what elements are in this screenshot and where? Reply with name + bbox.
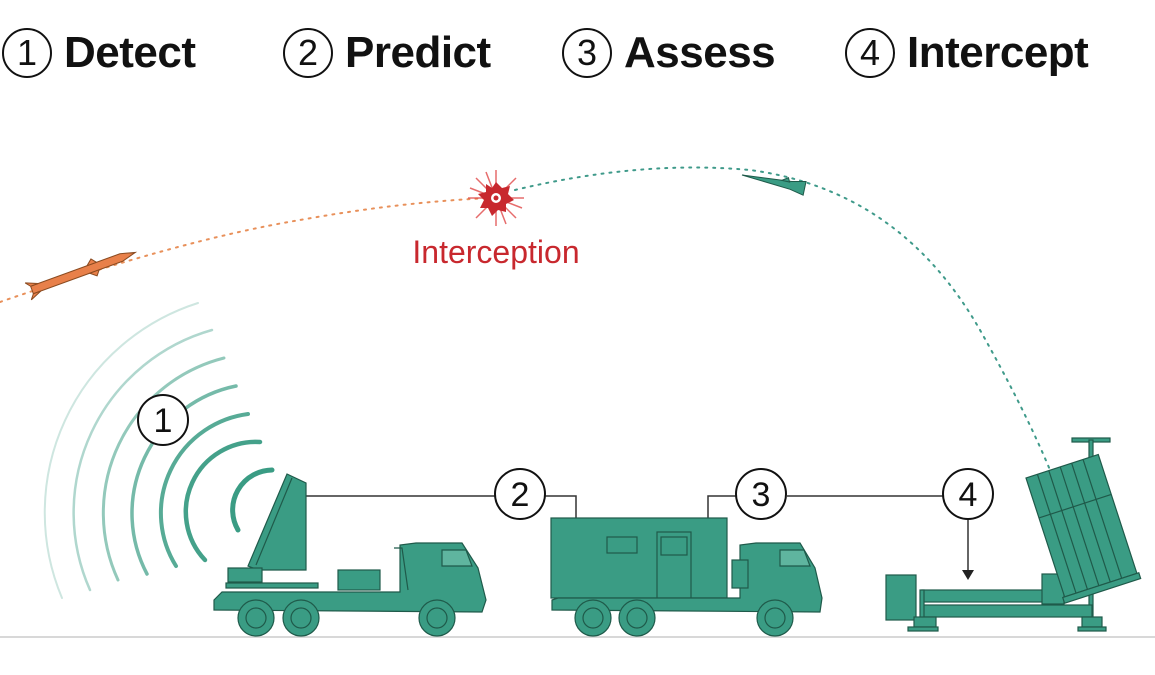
step-number-circle: 4: [845, 28, 895, 78]
interception-label: Interception: [412, 234, 579, 270]
callout-2: 2: [494, 468, 546, 520]
svg-text:4: 4: [959, 476, 978, 514]
radar-waves: [43, 302, 275, 599]
threat-missile-icon: [24, 251, 138, 301]
connector-lines: [306, 495, 969, 572]
svg-text:2: 2: [511, 476, 530, 514]
step-legend: 1 Detect 2 Predict 3 Assess 4 Intercept: [0, 28, 1155, 92]
step-label: Assess: [624, 28, 776, 77]
explosion-icon: [468, 170, 524, 226]
threat-trajectory: [0, 197, 491, 303]
step-number-circle: 2: [283, 28, 333, 78]
missile-launcher: [885, 437, 1142, 632]
interceptor-missile-icon: [741, 174, 807, 196]
step-label: Detect: [64, 28, 196, 77]
svg-text:3: 3: [752, 476, 771, 514]
callout-3: 3: [735, 468, 787, 520]
step-label: Predict: [345, 28, 491, 77]
radar-truck: [213, 473, 487, 637]
step-number-circle: 1: [2, 28, 52, 78]
step-assess: 3 Assess: [562, 28, 776, 78]
step-predict: 2 Predict: [283, 28, 491, 78]
step-label: Intercept: [907, 28, 1089, 77]
callout-1: 1: [137, 394, 189, 446]
callout-4: 4: [942, 468, 994, 520]
interceptor-trajectory: [514, 166, 1051, 471]
command-vehicle: [550, 517, 823, 637]
step-detect: 1 Detect: [2, 28, 196, 78]
svg-text:1: 1: [154, 402, 173, 440]
arrow-down-icon: [962, 570, 974, 580]
step-number-circle: 3: [562, 28, 612, 78]
step-intercept: 4 Intercept: [845, 28, 1089, 78]
